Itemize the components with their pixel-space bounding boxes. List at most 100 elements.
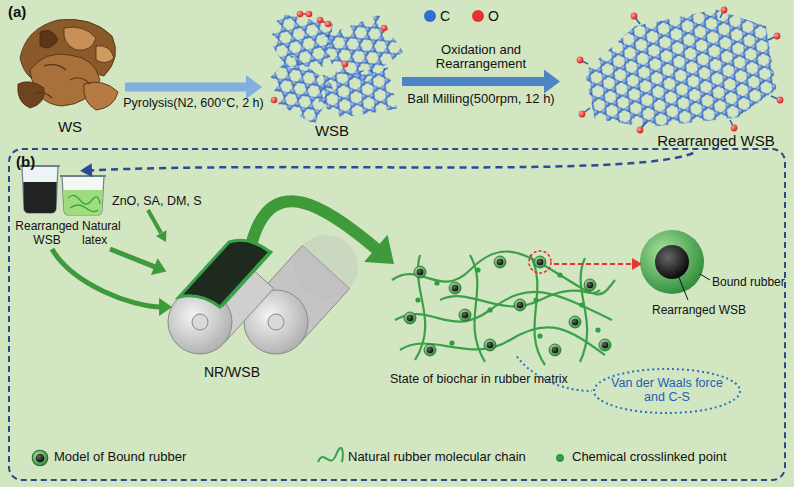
ordered-carbon [577, 57, 584, 64]
connector [52, 249, 172, 316]
node-text: WS [15, 118, 125, 135]
walnut-shell-photo [34, 65, 90, 98]
legend-text: Chemical crosslinked point [572, 450, 727, 465]
model-node: Rearranged WSBBound rubber [632, 224, 789, 329]
beaker-latex [68, 195, 100, 211]
callout-ellipse: Van der Waals force and C-S [592, 367, 742, 415]
rubber-network [475, 267, 480, 272]
node-text: State of biochar in rubber matrix [390, 372, 568, 386]
legend-text: Natural rubber molecular chain [348, 450, 526, 465]
ordered-carbon [637, 127, 644, 134]
walnut-shell-photo [96, 46, 114, 63]
edge-label: Oxidation and Rearrangement [421, 43, 541, 73]
disordered-carbon [316, 67, 398, 120]
rubber-network [557, 272, 562, 277]
walnut-shell-photo [84, 82, 118, 110]
structure-node: WSB [262, 10, 402, 140]
walnut-shell-photo [64, 27, 96, 50]
rubber-network [549, 344, 561, 356]
connector-line [252, 201, 379, 251]
rubber-network [415, 297, 420, 302]
ordered-carbon [579, 111, 586, 118]
two-roll-mill [294, 235, 358, 299]
connector-line [52, 249, 162, 307]
rubber-network [494, 256, 506, 268]
disordered-carbon [271, 97, 278, 104]
node-text: Natural latex [82, 220, 130, 248]
rubber-network [459, 309, 471, 321]
rubber-network [414, 266, 426, 278]
legend-text: Model of Bound rubber [54, 450, 186, 465]
node-text: WSB [262, 122, 402, 139]
walnut-shell-photo [18, 82, 44, 108]
rubber-network [533, 297, 538, 302]
additive-arrow [148, 210, 167, 242]
rubber-network [534, 256, 546, 268]
rubber-network [569, 316, 581, 328]
ordered-carbon [774, 33, 781, 40]
annotation: (a) [8, 3, 26, 20]
disordered-carbon [317, 17, 324, 24]
connector [252, 201, 394, 264]
ordered-carbon [580, 4, 779, 133]
rubber-network [415, 255, 425, 360]
legend-swatch [472, 10, 484, 22]
legend-swatch [556, 454, 564, 462]
ordered-carbon [777, 97, 784, 104]
additive-arrow [156, 230, 167, 242]
beaker-latex [63, 190, 103, 215]
disordered-carbon [260, 9, 407, 131]
bound-rubber-model [640, 230, 710, 300]
connector-line [554, 263, 634, 265]
rubber-network [584, 279, 596, 291]
ordered-carbon [577, 4, 784, 133]
beaker-node: Rearranged WSB [14, 164, 80, 249]
node-text: Rearranged WSB [14, 220, 80, 248]
legend-text: C [440, 8, 450, 24]
rubber-network [392, 251, 615, 365]
connector [125, 75, 262, 99]
walnut-shell-photo [18, 19, 118, 110]
beaker-biochar [20, 166, 60, 213]
image-node: WS [15, 12, 125, 137]
rubber-network [415, 267, 600, 345]
mill-node: NR/WSB [152, 234, 357, 384]
disordered-carbon [325, 21, 332, 28]
rubber-network [514, 299, 526, 311]
disordered-carbon [316, 67, 398, 120]
rubber-network [424, 344, 436, 356]
node-text: (b) [16, 153, 56, 170]
legend-icon [318, 448, 343, 462]
rubber-network [529, 251, 551, 273]
rubber-network [537, 333, 542, 338]
disordered-carbon [306, 11, 313, 18]
beaker-biochar [22, 166, 58, 213]
rubber-network [484, 339, 496, 351]
ordered-carbon [721, 7, 728, 14]
connector-line [402, 77, 547, 86]
arrow-head [364, 235, 394, 264]
ordered-carbon [580, 10, 780, 130]
disordered-carbon [342, 61, 349, 68]
walnut-shell-photo [40, 30, 58, 48]
bound-rubber-model [655, 245, 689, 279]
disordered-carbon [297, 11, 304, 18]
node-text: Rearranged WSB [650, 132, 782, 149]
arrow-head [246, 75, 262, 99]
rubber-network [400, 327, 605, 355]
arrow-head [159, 298, 172, 316]
network-node: State of biochar in rubber matrix [382, 244, 627, 394]
edge-label: Pyrolysis(N2, 600°C, 2 h) [123, 96, 263, 110]
node-text: Bound rubber [712, 276, 785, 290]
annotation: ZnO, SA, DM, S [112, 194, 202, 208]
ordered-carbon [580, 4, 779, 133]
two-roll-mill [192, 314, 208, 330]
rubber-network [392, 251, 615, 365]
annotation: Ball Milling(500rpm, 12 h) [407, 92, 554, 107]
bound-rubber-model [676, 270, 688, 300]
two-roll-mill [268, 314, 284, 330]
two-roll-mill [168, 235, 358, 354]
rubber-network [470, 255, 485, 362]
rubber-network [449, 340, 454, 345]
